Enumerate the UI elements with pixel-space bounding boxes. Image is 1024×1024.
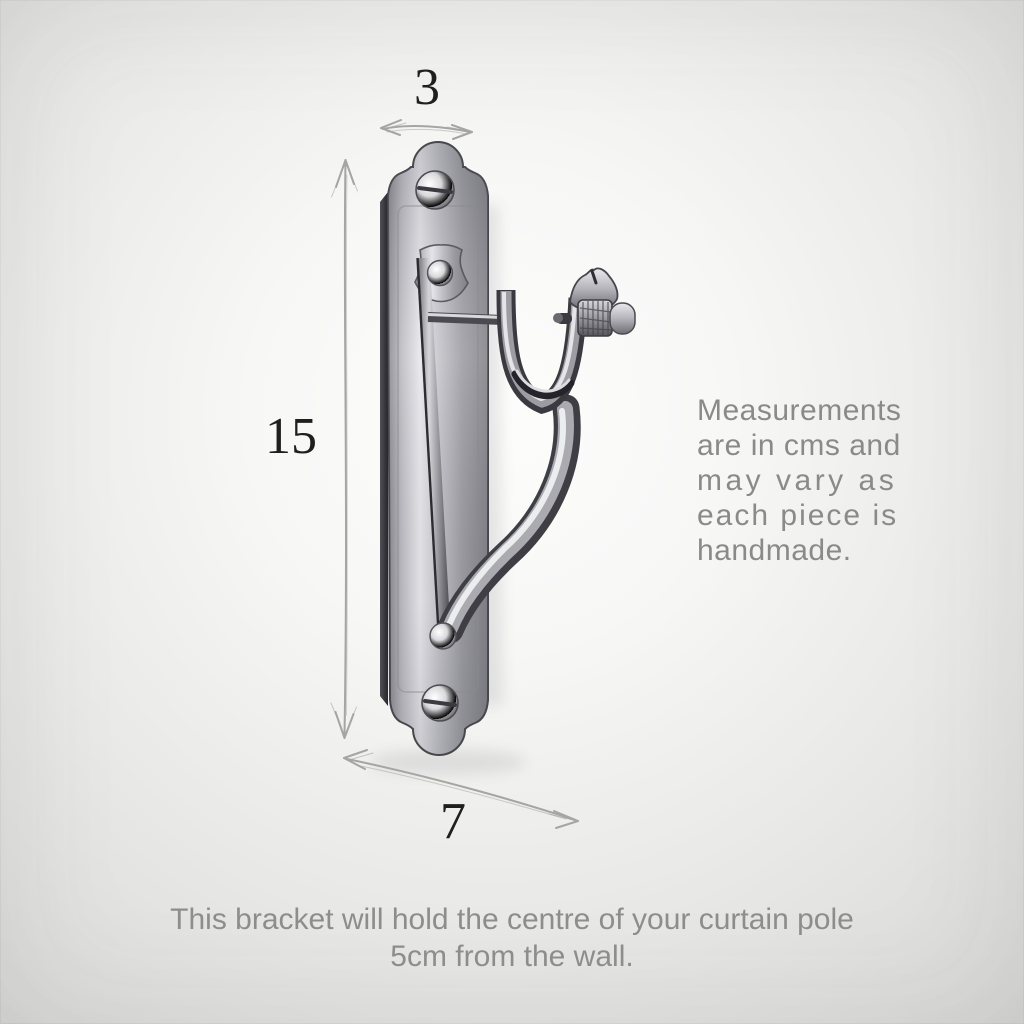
thumb-screw-cap: [609, 302, 636, 335]
depth-arrow: [343, 749, 579, 829]
caption-line-1: This bracket will hold the centre of you…: [170, 903, 854, 936]
pole-cup: [496, 267, 619, 414]
note-line-3: may vary as: [697, 464, 898, 497]
width-arrow: [380, 119, 473, 140]
arm-leg-highlight: [446, 408, 566, 628]
height-arrow: [330, 159, 358, 739]
fixings: [415, 170, 459, 722]
thumb-screw-knurl-lines: [579, 301, 612, 335]
dimension-depth-label: 7: [440, 793, 466, 850]
lower-rivet: [429, 622, 457, 650]
cup-highlight: [502, 291, 577, 402]
note-line-5: handmade.: [697, 534, 852, 567]
thumb-screw-pin-tip: [553, 313, 563, 323]
upper-rivet-ring: [426, 259, 454, 287]
arm-stem-edge: [416, 257, 440, 633]
cup-front-lip: [511, 370, 575, 400]
bottom-screw-slot: [423, 699, 457, 707]
arm-strut: [427, 312, 504, 325]
top-screw-slot: [417, 186, 453, 194]
dimension-height-label: 15: [265, 408, 317, 465]
dimension-width-label: 3: [414, 59, 440, 116]
measurement-note: Measurements are in cms and may vary as …: [697, 393, 907, 568]
arm-stem: [416, 257, 451, 633]
swan-neck-arm: [416, 257, 581, 644]
cup-finial-notch: [590, 269, 598, 285]
upper-rivet: [427, 260, 453, 286]
caption: This bracket will hold the centre of you…: [0, 901, 1024, 975]
caption-line-2: 5cm from the wall.: [390, 940, 634, 973]
arm-strut-highlight: [427, 313, 504, 319]
note-line-2: are in cms and: [697, 429, 901, 462]
cup-front-lip-highlight: [515, 369, 571, 393]
note-line-1: Measurements: [697, 394, 902, 427]
note-line-4: each piece is: [697, 499, 899, 532]
back-plate-side-edge: [380, 192, 388, 706]
thumb-screw: [553, 299, 636, 337]
